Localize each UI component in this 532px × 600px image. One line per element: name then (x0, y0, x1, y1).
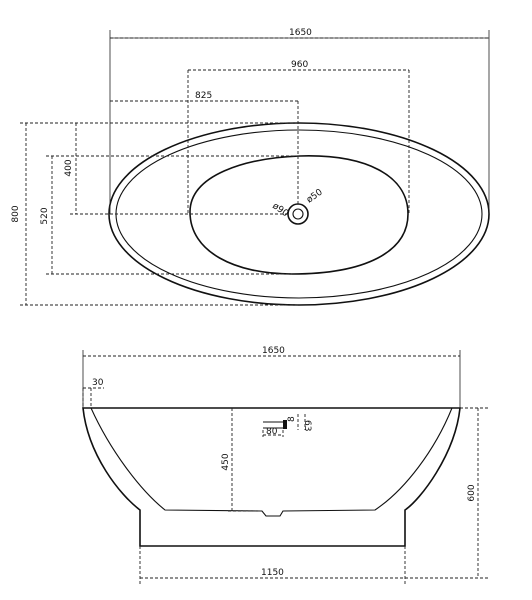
side-view: 1650 30 450 80 8 63 600 1150 (82, 346, 488, 584)
dim-drain-offset-x: 825 (195, 91, 212, 101)
dim-drain-pipe-a: 8 (287, 416, 297, 422)
dim-drain-offset-y: 400 (64, 159, 74, 176)
dim-drain-pipe-b: 63 (302, 420, 312, 431)
dim-basin-width: 520 (40, 207, 50, 224)
tub-basin-outline (189, 155, 409, 275)
label-overflow-diameter: ø90 (270, 201, 290, 219)
dim-rim-thickness: 30 (92, 378, 104, 388)
dim-top-length: 1650 (262, 346, 285, 356)
dim-base-length: 1150 (261, 568, 284, 578)
dim-drain-pipe-length: 80 (266, 427, 278, 437)
tub-side-inner-wall (90, 407, 453, 517)
dim-height: 600 (467, 484, 477, 501)
dim-basin-length: 960 (291, 60, 308, 70)
plan-view: 1650 960 825 800 520 400 ø90 ø50 (11, 28, 490, 306)
dim-depth: 450 (221, 453, 231, 470)
drain-outer (287, 203, 309, 225)
drain-pipe-end (283, 420, 287, 429)
drain-inner (292, 208, 304, 220)
dim-overall-length: 1650 (289, 28, 312, 38)
dim-overall-width: 800 (11, 205, 21, 222)
label-drain-diameter: ø50 (305, 187, 325, 205)
